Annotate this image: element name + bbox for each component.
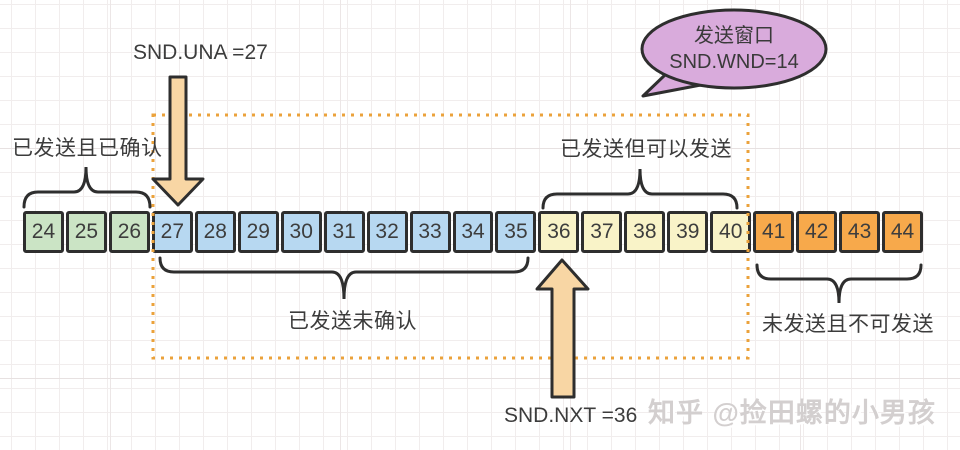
label-window-usable: 已发送但可以发送: [560, 138, 732, 161]
watermark: 知乎 @捡田螺的小男孩: [648, 398, 936, 428]
sequence-cell-27: 27: [151, 211, 193, 253]
sequence-cell-38: 38: [624, 211, 666, 253]
sequence-cell-31: 31: [323, 211, 365, 253]
snd-nxt-arrow: [535, 258, 590, 399]
brace-not-sendable: [755, 263, 923, 304]
sequence-cell-29: 29: [237, 211, 279, 253]
bubble-line1: 发送窗口: [694, 25, 774, 47]
sequence-cell-34: 34: [452, 211, 494, 253]
brace-unacked: [158, 256, 530, 300]
bubble-line2: SND.WND=14: [669, 51, 799, 73]
sequence-cell-28: 28: [194, 211, 236, 253]
sequence-cell-25: 25: [65, 211, 107, 253]
sequence-cell-33: 33: [409, 211, 451, 253]
sequence-cell-30: 30: [280, 211, 322, 253]
label-sent-not-acked: 已发送未确认: [288, 310, 417, 333]
snd-nxt-label: SND.NXT =36: [504, 404, 638, 427]
sequence-cell-32: 32: [366, 211, 408, 253]
sequence-cell-37: 37: [581, 211, 623, 253]
label-sent-and-acked: 已发送且已确认: [12, 137, 163, 160]
sequence-cell-44: 44: [882, 211, 924, 253]
sequence-cell-26: 26: [108, 211, 150, 253]
sequence-cell-41: 41: [753, 211, 795, 253]
label-not-sendable: 未发送且不可发送: [762, 313, 934, 336]
sequence-cell-40: 40: [710, 211, 752, 253]
snd-una-label: SND.UNA =27: [133, 41, 268, 64]
brace-acked: [22, 166, 152, 209]
speech-bubble-tail: [641, 72, 708, 98]
sequence-cell-36: 36: [538, 211, 580, 253]
sequence-cell-43: 43: [839, 211, 881, 253]
send-window-bubble-text: 发送窗口 SND.WND=14: [642, 23, 826, 75]
brace-sendable: [541, 168, 739, 210]
sequence-cell-39: 39: [667, 211, 709, 253]
sequence-cell-35: 35: [495, 211, 537, 253]
sequence-cell-24: 24: [23, 211, 64, 253]
sequence-cell-42: 42: [796, 211, 838, 253]
